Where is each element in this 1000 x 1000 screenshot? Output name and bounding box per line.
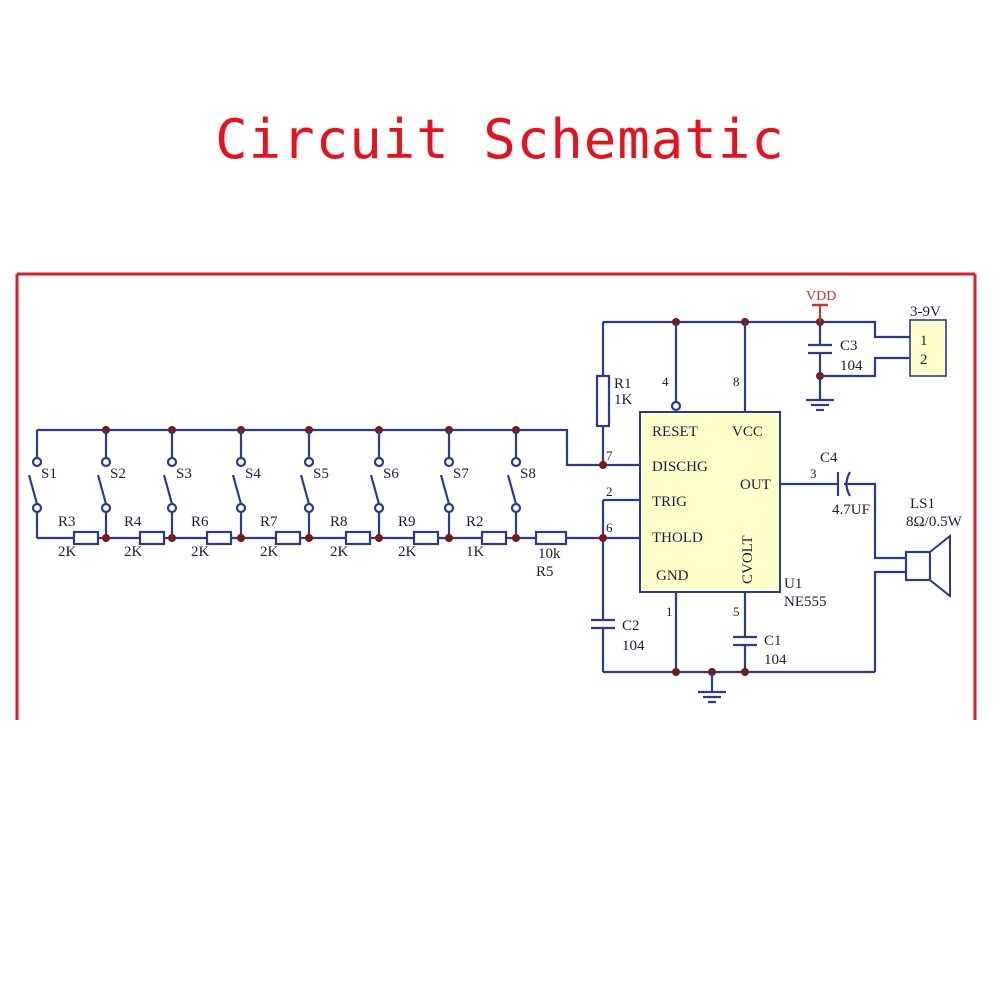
switch-6: S6 [369,426,399,542]
c2-ref: C2 [622,618,640,634]
speaker-ls1: LS1 8Ω/0.5W [873,496,963,672]
pin-number-trig: 2 [606,484,613,499]
ground-symbol-bottom [698,672,726,704]
c3-value: 104 [840,358,863,374]
resistor-r6: R6 2K [191,514,233,560]
c1-ref: C1 [764,633,782,649]
resistor-ref: R7 [260,514,278,530]
r1-ref: R1 [614,376,632,392]
switch-label: S7 [453,466,469,482]
ladder-resistor-group: R3 2K R4 2K R6 2K R7 2K R8 2K R9 2K R2 1K [58,514,508,560]
switch-2: S2 [96,426,126,542]
resistor-value: 2K [260,544,279,560]
connector-label: 3-9V [910,304,941,320]
pin-reset: RESET [652,424,698,440]
output-stage: 3 C4 4.7UF [780,450,906,560]
switch-label: S6 [383,466,399,482]
resistor-ref: R4 [124,514,142,530]
connector-pin-1: 1 [920,333,928,349]
pin-dischg: DISCHG [652,459,708,475]
frame [15,272,977,720]
pin-vcc: VCC [732,424,763,440]
switch-group: S1 S2 S3 S4 S5 S6 S7 S8 [27,426,536,542]
resistor-r2: R2 1K [466,514,508,560]
switch-8: S8 [506,426,536,542]
resistor-value: 2K [58,544,77,560]
pin-number-out: 3 [810,466,817,481]
pin-number-thold: 6 [606,520,613,535]
c4-value: 4.7UF [832,502,870,518]
switch-3: S3 [162,426,192,542]
pin-number-vcc: 8 [733,374,740,389]
resistor-ref: R3 [58,514,76,530]
resistor-r7: R7 2K [260,514,302,560]
resistor-value: 2K [124,544,143,560]
resistor-ref: R9 [398,514,416,530]
ground-rail: 1 5 C1 104 [603,592,875,676]
resistor-r4: R4 2K [124,514,166,560]
switch-label: S3 [176,466,192,482]
ground-symbol-top [806,398,834,412]
c4-ref: C4 [820,450,838,466]
switch-label: S5 [313,466,329,482]
resistor-ref: R8 [330,514,348,530]
speaker-ref: LS1 [910,496,935,512]
switch-label: S1 [41,466,57,482]
pin-thold: THOLD [652,530,703,546]
resistor-r5: 10k R5 [534,530,568,580]
vdd-label: VDD [806,289,836,304]
resistor-r1: R1 1K 7 [595,322,633,469]
speaker-value: 8Ω/0.5W [906,514,963,530]
switch-5: S5 [299,426,329,542]
resistor-value: 2K [191,544,210,560]
resistor-ref: R2 [466,514,484,530]
pin-number-gnd: 1 [666,604,673,619]
switch-label: S4 [245,466,261,482]
pin-number-cvolt: 5 [733,604,740,619]
resistor-r3: R3 2K [58,514,100,560]
switch-label: S8 [520,466,536,482]
pin-number-reset: 4 [662,374,669,389]
resistor-value: 1K [466,544,485,560]
pin-cvolt: CVOLT [740,535,756,584]
switch-1: S1 [27,430,57,538]
vdd-rail: 4 8 [603,318,910,412]
r5-value: 10k [538,546,561,562]
r1-value: 1K [614,392,633,408]
c3-ref: C3 [840,338,858,354]
switch-label: S2 [110,466,126,482]
ne555-chip: RESET VCC DISCHG OUT TRIG THOLD GND CVOL… [639,411,827,610]
resistor-r9: R9 2K [398,514,440,560]
trig-thold-node: 2 6 [599,484,640,620]
resistor-value: 2K [330,544,349,560]
power-connector: 1 2 3-9V [909,304,947,377]
page-title: Circuit Schematic [215,108,785,171]
resistor-r8: R8 2K [330,514,372,560]
capacitor-c3: C3 104 [808,322,910,400]
switch-4: S4 [231,426,261,542]
c1-value: 104 [764,652,787,668]
switch-7: S7 [439,426,469,542]
capacitor-c2: C2 104 [591,618,645,672]
resistor-value: 2K [398,544,417,560]
connector-pin-2: 2 [920,352,928,368]
pin-number-dischg: 7 [606,448,613,463]
chip-ref: U1 [784,576,802,592]
vdd-supply: VDD [806,289,836,322]
chip-part: NE555 [784,594,827,610]
switch-top-rail [37,428,640,467]
pin-gnd: GND [656,568,689,584]
pin-trig: TRIG [652,494,687,510]
resistor-ref: R6 [191,514,209,530]
r5-ref: R5 [536,564,554,580]
pin-out: OUT [740,477,771,493]
c2-value: 104 [622,638,645,654]
